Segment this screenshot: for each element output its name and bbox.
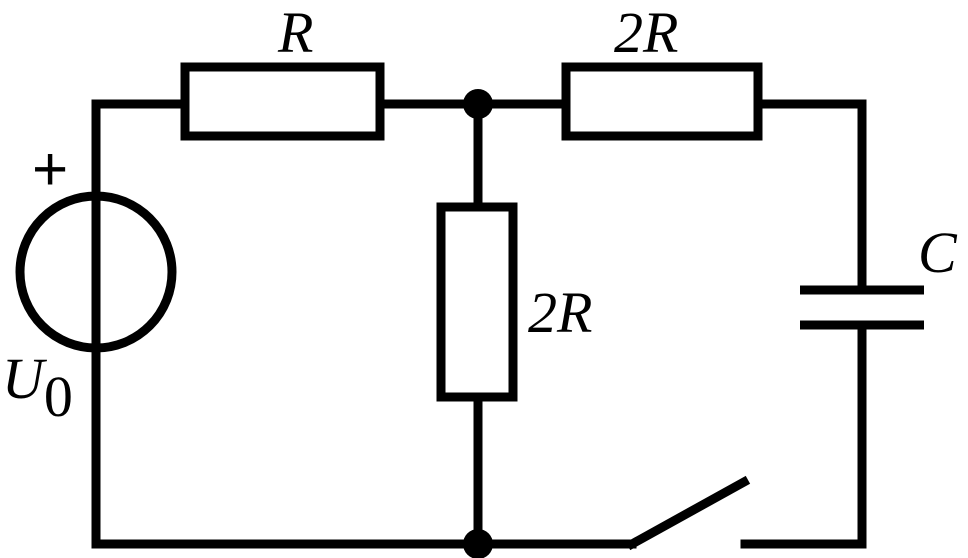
source-polarity-plus: + — [32, 135, 68, 204]
resistor-2r-shunt-label: 2R — [528, 280, 592, 345]
wire-bottom-left — [91, 345, 637, 549]
wire-left-top — [91, 99, 190, 355]
resistor-r-series — [180, 62, 385, 141]
source-label: U0 — [2, 346, 73, 429]
source-label-main: U — [2, 346, 48, 411]
resistor-r-series-label: R — [277, 0, 313, 65]
junction-node-bottom — [463, 529, 493, 558]
wire-right-top — [753, 99, 867, 293]
resistor-2r-shunt — [436, 202, 518, 402]
resistor-2r-top — [561, 62, 763, 141]
resistor-2r-top-label: 2R — [614, 0, 678, 65]
switch-blade — [625, 475, 751, 551]
wires — [91, 99, 867, 549]
capacitor-label: C — [918, 220, 958, 285]
source-label-subscript: 0 — [44, 364, 73, 429]
junction-node-top — [463, 89, 493, 119]
